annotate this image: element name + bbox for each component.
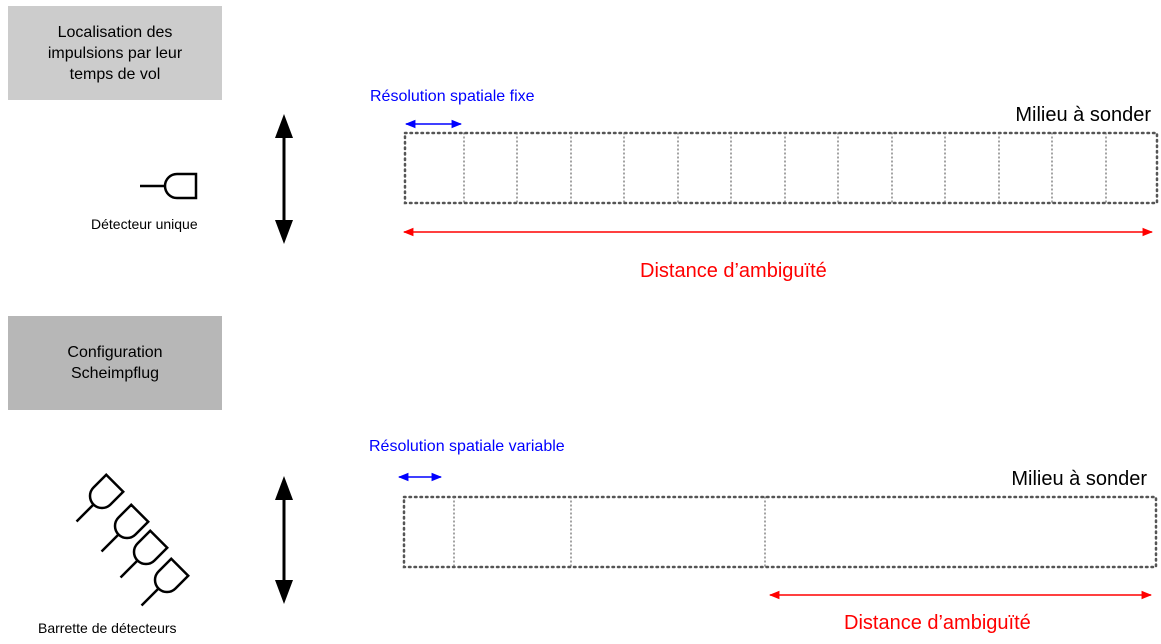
resolution-label-1: Résolution spatiale fixe [370, 88, 535, 105]
detector-icon [140, 172, 198, 200]
resolution-label-2: Résolution spatiale variable [369, 438, 565, 455]
medium-box-1 [403, 131, 1159, 205]
medium-box-2 [402, 495, 1158, 569]
medium-label-2: Milieu à sonder [1011, 468, 1147, 490]
section-1-title: Localisation des impulsions par leur tem… [8, 6, 222, 100]
medium-grid-1 [463, 132, 1107, 204]
section-2-title-text: Configuration Scheimpflug [67, 344, 163, 382]
section-2-title: Configuration Scheimpflug [8, 316, 222, 410]
ambiguity-label-1: Distance d’ambiguïté [640, 260, 827, 282]
title-box-2-bg [8, 316, 222, 410]
detector-label-1: Détecteur unique [91, 216, 198, 232]
ambiguity-label-2: Distance d’ambiguïté [844, 612, 1031, 634]
medium-grid-2 [453, 496, 766, 568]
title-box-1-bg [8, 6, 222, 100]
double-arrow-icon [275, 476, 293, 604]
detector-label-2: Barrette de détecteurs [38, 620, 177, 636]
section-1-title-text: Localisation des impulsions par leur tem… [47, 23, 183, 83]
detector-array-icon [75, 473, 190, 607]
medium-label-1: Milieu à sonder [1015, 104, 1151, 126]
double-arrow-icon [275, 114, 293, 244]
